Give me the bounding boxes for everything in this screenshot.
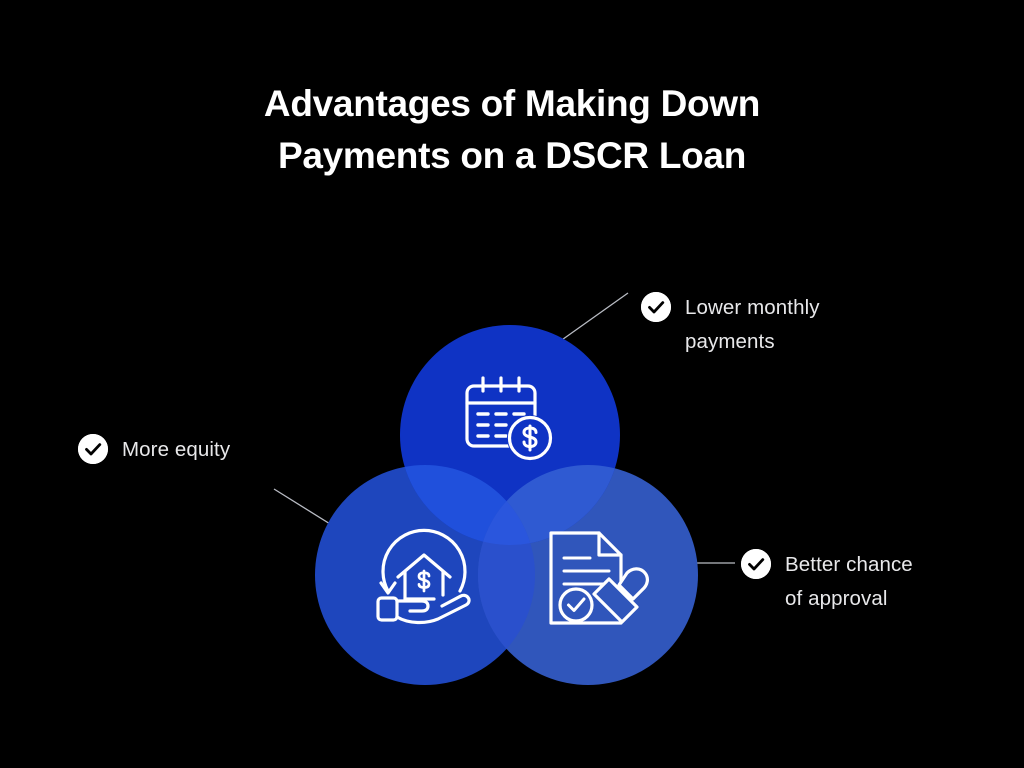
callout-label: Lower monthly payments: [685, 296, 820, 353]
callout-better-chance-of-approval[interactable]: Better chance of approval: [741, 548, 1001, 616]
venn-overlap-top-right: [478, 465, 620, 545]
check-circle-icon: [741, 549, 771, 579]
callout-lower-monthly-payments[interactable]: Lower monthly payments: [641, 291, 901, 359]
house-hand-dollar-icon: [376, 528, 471, 625]
callout-label: More equity: [122, 438, 231, 461]
check-circle-icon: [78, 434, 108, 464]
calendar-dollar-icon: [465, 376, 553, 461]
page-title: Advantages of Making Down Payments on a …: [0, 78, 1024, 182]
document-stamp-icon: [549, 531, 649, 625]
venn-overlap-top-left: [400, 465, 535, 545]
callout-more-equity[interactable]: More equity: [78, 433, 318, 467]
venn-diagram-svg: [315, 325, 698, 685]
page-title-line-2: Payments on a DSCR Loan: [277, 135, 747, 176]
check-circle-icon: [641, 292, 671, 322]
callout-label: Better chance of approval: [785, 553, 913, 610]
venn-diagram: [300, 320, 720, 700]
page-title-line-1: Advantages of Making Down: [263, 83, 761, 124]
